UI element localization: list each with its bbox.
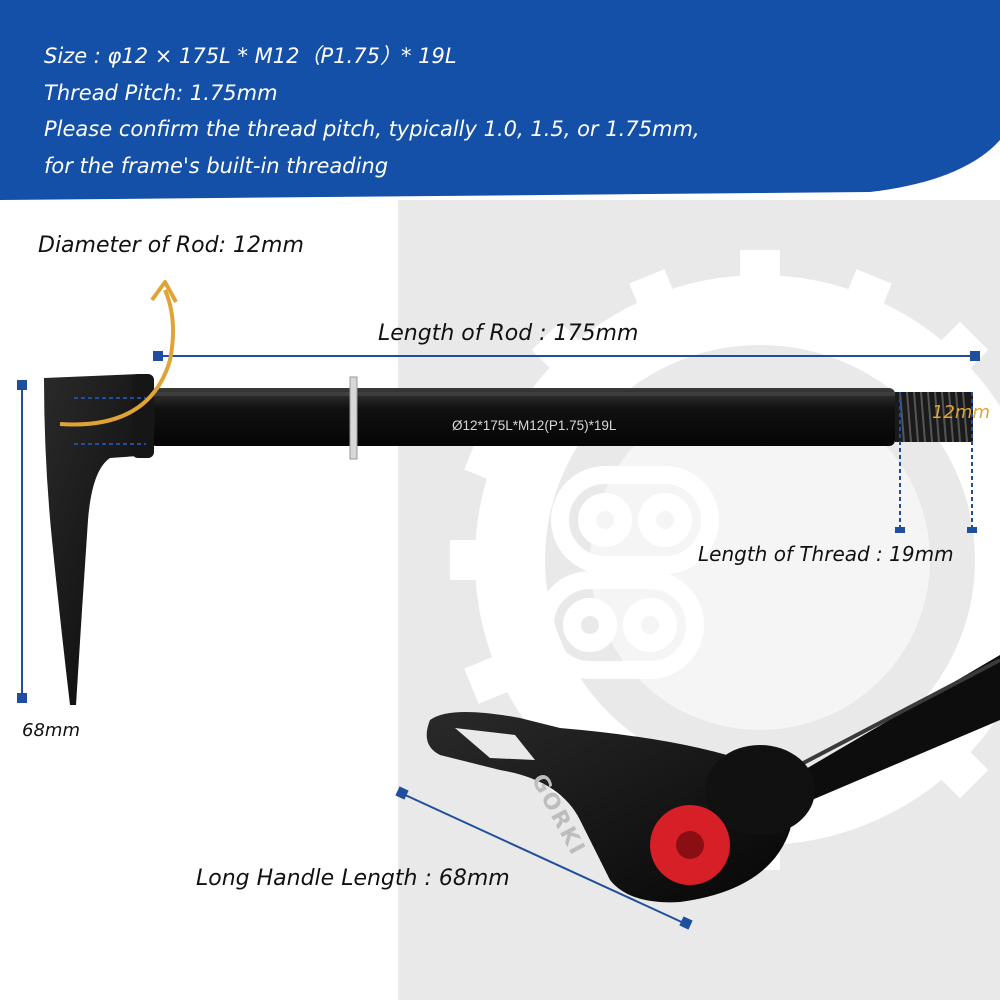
angled-lever-handle (426, 655, 1000, 903)
dimension-lines (17, 351, 980, 930)
background-panel (398, 200, 1000, 1000)
confirm-note-line-2: for the frame's built-in threading (44, 153, 389, 178)
thru-axle-rod (150, 376, 973, 460)
size-spec: Size : φ12 × 175L * M12（P1.75）* 19L (44, 44, 457, 68)
rod-length-label: Length of Rod : 175mm (378, 321, 639, 346)
long-handle-length-label: Long Handle Length : 68mm (196, 866, 510, 891)
confirm-note-line-1: Please confirm the thread pitch, typical… (44, 117, 700, 141)
handle-height-label: 68mm (22, 720, 80, 741)
thread-diameter-label: 12mm (932, 402, 990, 423)
spec-banner-text: Size : φ12 × 175L * M12（P1.75）* 19L Thre… (44, 38, 700, 184)
curved-arrow-icon (59, 280, 178, 427)
rod-diameter-label: Diameter of Rod: 12mm (38, 233, 304, 258)
chain-watermark-icon (536, 466, 719, 679)
thread-length-label: Length of Thread : 19mm (698, 542, 954, 566)
side-lever-handle (44, 374, 155, 705)
info-banner (0, 0, 1000, 200)
thread-pitch-spec: Thread Pitch: 1.75mm (44, 80, 278, 105)
rod-engraving: Ø12*175L*M12(P1.75)*19L (452, 418, 617, 433)
